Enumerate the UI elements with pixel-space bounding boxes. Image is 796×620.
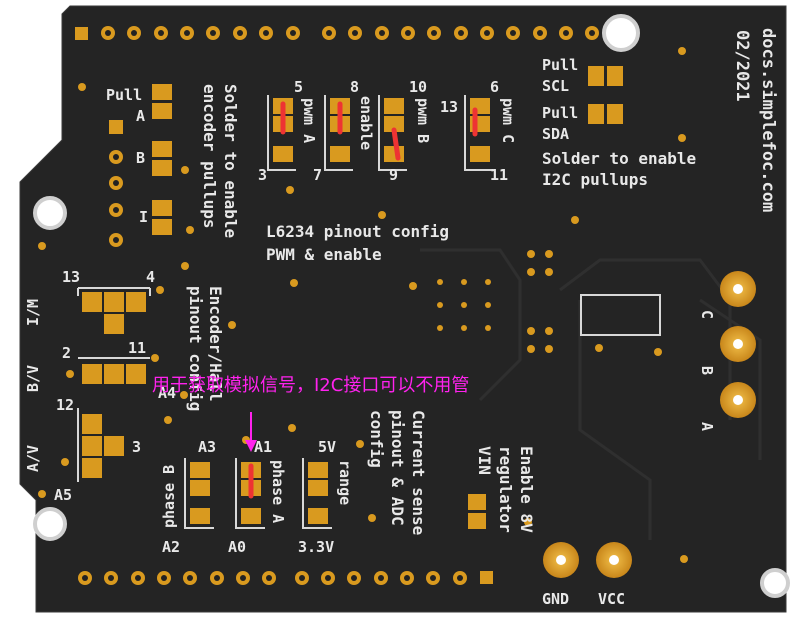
terminal-a-label: A xyxy=(698,422,716,432)
left-im-label: I/M xyxy=(24,298,42,326)
5v-label: 5V xyxy=(318,438,337,456)
solder-jumper-pads xyxy=(82,66,623,529)
pwm-c-label: pwm C xyxy=(499,98,517,144)
screw-terminals xyxy=(543,271,756,578)
pwm-a-label: pwm A xyxy=(300,98,318,144)
left-2-label: 2 xyxy=(62,344,72,362)
left-av-label: A/V xyxy=(24,444,42,472)
annotation-arrow xyxy=(245,412,257,452)
annotation-text: 用于获取模拟信号，I2C接口可以不用管 xyxy=(152,375,470,396)
a1-label: A1 xyxy=(254,438,273,456)
pin-7-label: 7 xyxy=(313,166,323,184)
pwm-b-label: pwm B xyxy=(414,98,432,144)
a2-label: A2 xyxy=(162,538,181,556)
left-4-label: 4 xyxy=(146,268,156,286)
date-label: 02/2021 xyxy=(732,30,752,102)
mount-hole xyxy=(33,507,67,541)
encoder-note-2: encoder pullups xyxy=(200,84,219,229)
left-11-label: 11 xyxy=(128,339,147,357)
website-label: docs.simplefoc.com xyxy=(758,28,778,213)
a0-label: A0 xyxy=(228,538,247,556)
pin-10-label: 10 xyxy=(409,78,428,96)
3v3-label: 3.3V xyxy=(298,538,335,556)
encoder-note-1: Solder to enable xyxy=(221,84,240,239)
left-13-label: 13 xyxy=(62,268,81,286)
l6234-label-2: PWM & enable xyxy=(266,245,382,264)
enc-b-label: B xyxy=(136,149,146,167)
regulator-2: regulator xyxy=(496,446,515,533)
mount-hole xyxy=(602,14,640,52)
pin-3-label: 3 xyxy=(258,166,268,184)
i2c-note-2: I2C pullups xyxy=(542,170,648,189)
pcb-outline xyxy=(19,5,787,613)
pin-9-label: 9 xyxy=(389,166,399,184)
pin-11-label: 11 xyxy=(490,166,509,184)
current-sense-3: config xyxy=(367,410,386,468)
mount-hole xyxy=(760,568,790,598)
header-bottom xyxy=(78,571,493,585)
range-label: range xyxy=(336,460,354,506)
regulator-3: VIN xyxy=(475,446,494,475)
gnd-label: GND xyxy=(542,590,570,608)
a3-label: A3 xyxy=(198,438,217,456)
pin-6-label: 6 xyxy=(490,78,500,96)
l6234-label-1: L6234 pinout config xyxy=(266,222,450,241)
regulator-1: Enable 8V xyxy=(517,446,536,533)
enable-label: enable xyxy=(357,96,375,151)
vcc-label: VCC xyxy=(598,590,626,608)
pull-encoder-label: Pull xyxy=(106,86,143,104)
left-bv-label: B/V xyxy=(24,364,42,392)
solder-bridges xyxy=(248,101,478,499)
left-a4-label: A4 xyxy=(158,384,177,402)
terminal-c-label: C xyxy=(698,310,716,320)
pin-8-label: 8 xyxy=(350,78,360,96)
pull-sda-label-2: SDA xyxy=(542,125,570,143)
current-sense-1: Current sense xyxy=(409,410,428,536)
current-sense-2: pinout & ADC xyxy=(388,410,407,526)
phase-a-label: phase A xyxy=(269,460,287,524)
silkscreen-outlines xyxy=(77,95,661,529)
phase-b-label: phase B xyxy=(160,464,178,528)
enc-i-label: I xyxy=(139,208,149,226)
pull-sda-label-1: Pull xyxy=(542,104,579,122)
pull-scl-label-1: Pull xyxy=(542,56,579,74)
header-top xyxy=(75,26,599,40)
enc-a-label: A xyxy=(136,107,146,125)
left-a5-label: A5 xyxy=(54,486,73,504)
encoder-connector xyxy=(109,120,123,247)
pin-5-label: 5 xyxy=(294,78,304,96)
vias xyxy=(38,47,688,563)
terminal-b-label: B xyxy=(698,366,716,376)
mount-hole xyxy=(33,196,67,230)
left-3-label: 3 xyxy=(132,438,142,456)
pull-scl-label-2: SCL xyxy=(542,77,570,95)
i2c-note-1: Solder to enable xyxy=(542,149,697,168)
pin-13-label: 13 xyxy=(440,98,459,116)
left-12-label: 12 xyxy=(56,396,75,414)
